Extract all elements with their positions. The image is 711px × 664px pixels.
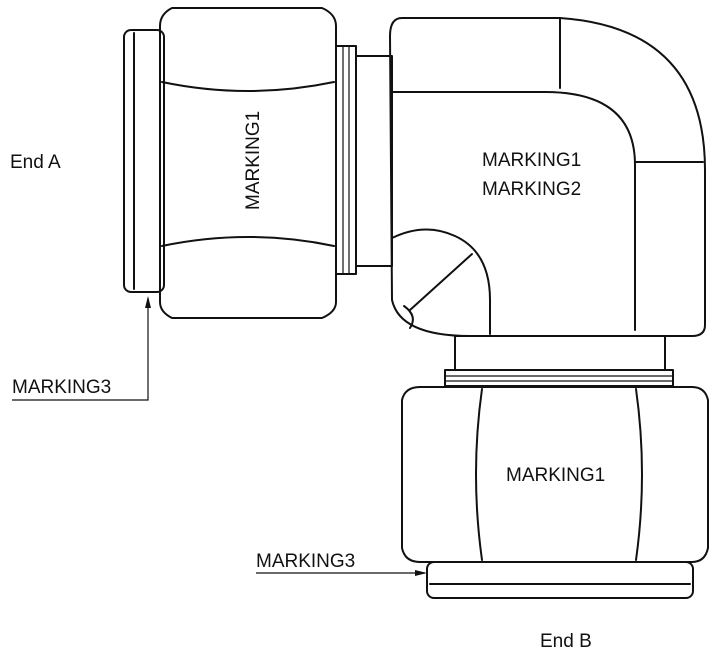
end-a-marking3-label: MARKING3	[12, 377, 111, 398]
body-marking2: MARKING2	[482, 179, 581, 200]
end-a-label: End A	[10, 152, 61, 173]
end-b-marking3-leader	[256, 570, 427, 576]
end-a-hex-nut	[159, 7, 337, 319]
end-a-ferrule	[123, 29, 165, 293]
end-b-label: End B	[540, 631, 592, 652]
end-b-ferrule	[426, 561, 694, 599]
elbow-body	[389, 17, 706, 337]
end-a-nut-marking1: MARKING1	[243, 111, 264, 210]
end-a-neck	[335, 45, 393, 275]
body-marking1: MARKING1	[482, 150, 581, 171]
end-b-neck	[444, 335, 674, 387]
end-b-marking3-label: MARKING3	[256, 551, 355, 572]
end-b-hex-nut	[401, 386, 709, 563]
end-a-marking3-leader	[12, 296, 151, 401]
end-b-nut-marking1: MARKING1	[506, 465, 605, 486]
